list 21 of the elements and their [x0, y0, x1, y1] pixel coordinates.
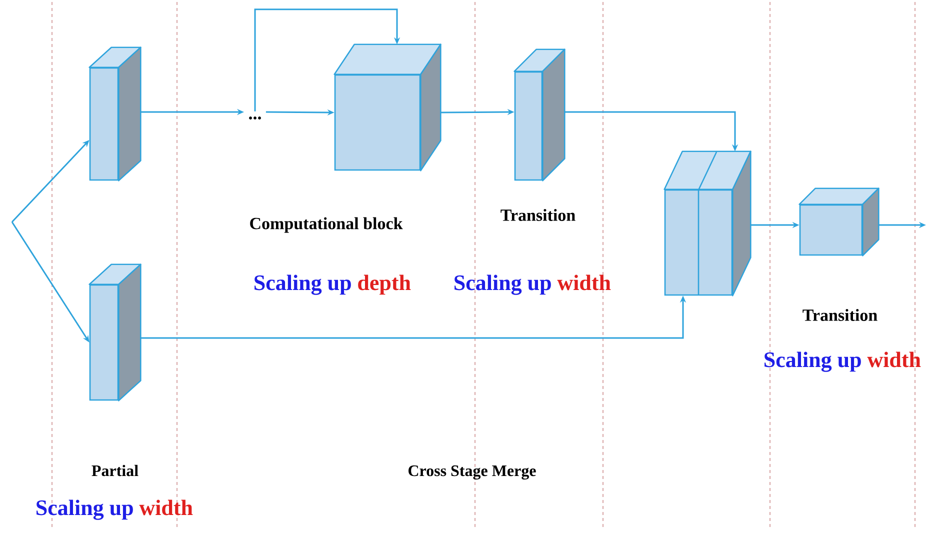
ellipsis-text: ...: [249, 116, 261, 120]
cube-drawing: [88, 46, 142, 182]
block-caption: Computational block: [250, 217, 403, 233]
caption-text: depth: [358, 274, 411, 295]
caption-text: Scaling up: [454, 274, 551, 295]
caption-text: Scaling up: [254, 274, 351, 295]
cube-drawing: [514, 48, 566, 182]
caption-text: Partial: [92, 464, 138, 476]
caption-text: width: [139, 500, 193, 516]
caption-text: width: [557, 274, 611, 290]
arrow: [254, 8, 400, 112]
cube-drawing: [798, 188, 880, 256]
block-caption: Transition: [500, 209, 576, 221]
block-caption: Transition: [802, 309, 878, 321]
cube-drawing: [334, 44, 442, 172]
cube-drawing: [664, 150, 752, 296]
caption-text: Scaling up: [764, 352, 861, 372]
caption-text: Scaling up: [36, 500, 133, 520]
caption-text: Cross Stage Merge: [408, 465, 536, 480]
caption-text: width: [867, 352, 921, 368]
cube-drawing: [88, 264, 142, 402]
